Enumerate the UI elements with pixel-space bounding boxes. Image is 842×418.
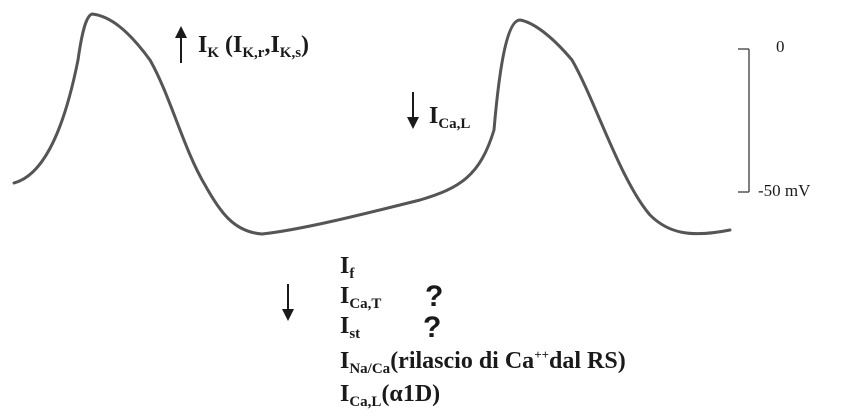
scale-label-minus50: -50 mV: [758, 181, 811, 200]
label-ist: Ist: [340, 313, 361, 342]
label-if: If: [340, 253, 355, 282]
label-inaca: INa/Ca(rilascio di Ca++dal RS): [340, 347, 626, 377]
label-ik: IK (IK,r,IK,s): [198, 32, 310, 61]
question-mark-ist: ?: [423, 311, 442, 344]
voltage-scale-bar: [738, 48, 750, 193]
down-arrow-icon: [282, 284, 294, 321]
down-arrow-icon: [407, 92, 419, 129]
question-mark-icat: ?: [425, 280, 444, 313]
label-ical-top: ICa,L: [429, 103, 471, 132]
label-ical-bottom: ICa,L(α1D): [340, 381, 441, 410]
scale-label-zero: 0: [776, 37, 785, 56]
label-icat: ICa,T: [340, 283, 382, 312]
action-potential-trace: [12, 12, 732, 236]
up-arrow-icon: [175, 26, 187, 63]
